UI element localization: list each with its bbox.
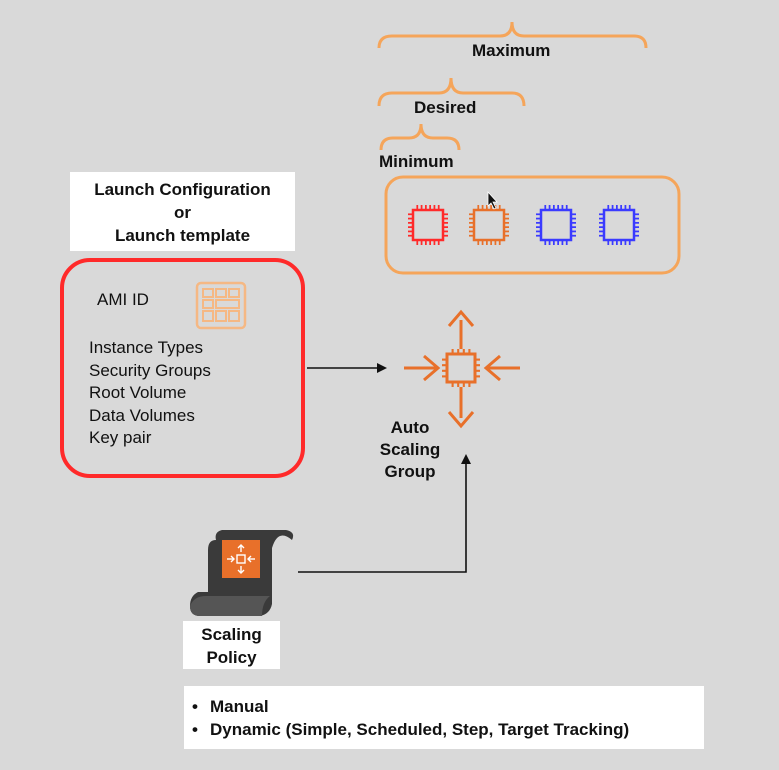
policy-type-item: Manual <box>192 695 704 718</box>
policy-types-box: Manual Dynamic (Simple, Scheduled, Step,… <box>184 686 704 749</box>
launch-title-line: Launch Configuration <box>94 180 271 199</box>
scroll-icon <box>190 530 294 616</box>
policy-types-list: Manual Dynamic (Simple, Scheduled, Step,… <box>192 695 704 741</box>
desired-label: Desired <box>414 98 477 117</box>
policy-type-item: Dynamic (Simple, Scheduled, Step, Target… <box>192 718 704 741</box>
launch-config-title: Launch Configuration or Launch template <box>70 172 295 251</box>
ec2-instance-icon <box>408 205 448 245</box>
policy-label-line: Policy <box>206 648 257 667</box>
launch-property: Key pair <box>89 428 152 447</box>
auto-scaling-group-label: Auto Scaling Group <box>374 417 446 483</box>
mouse-cursor <box>487 190 498 210</box>
maximum-label: Maximum <box>472 41 551 60</box>
policy-label-line: Scaling <box>201 625 262 644</box>
launch-title-line: Launch template <box>114 226 251 245</box>
launch-property: Root Volume <box>89 383 187 402</box>
instances-container <box>384 175 681 275</box>
minimum-brace <box>379 123 461 151</box>
launch-config-panel <box>60 258 305 478</box>
ami-id-label: AMI ID <box>97 290 149 309</box>
launch-property: Data Volumes <box>89 405 195 425</box>
policy-to-asg-arrow <box>298 454 471 573</box>
launch-properties-list: Instance Types Security Groups Root Volu… <box>89 337 211 450</box>
asg-label-line: Auto <box>390 418 430 437</box>
launch-property: Instance Types <box>89 338 204 357</box>
ec2-instance-icon <box>536 205 576 245</box>
launch-property: Security Groups <box>89 360 211 380</box>
scaling-policy-label: Scaling Policy <box>183 621 280 669</box>
maximum-brace <box>377 21 648 49</box>
ec2-instance-icon <box>599 205 639 245</box>
minimum-label: Minimum <box>379 152 454 171</box>
asg-label-line: Group <box>384 462 436 481</box>
desired-brace <box>377 77 526 107</box>
launch-title-line: or <box>174 203 191 222</box>
auto-scaling-icon <box>404 309 520 429</box>
ec2-instance-icon <box>469 205 509 245</box>
ami-icon <box>195 281 247 330</box>
asg-label-line: Scaling <box>379 440 441 459</box>
